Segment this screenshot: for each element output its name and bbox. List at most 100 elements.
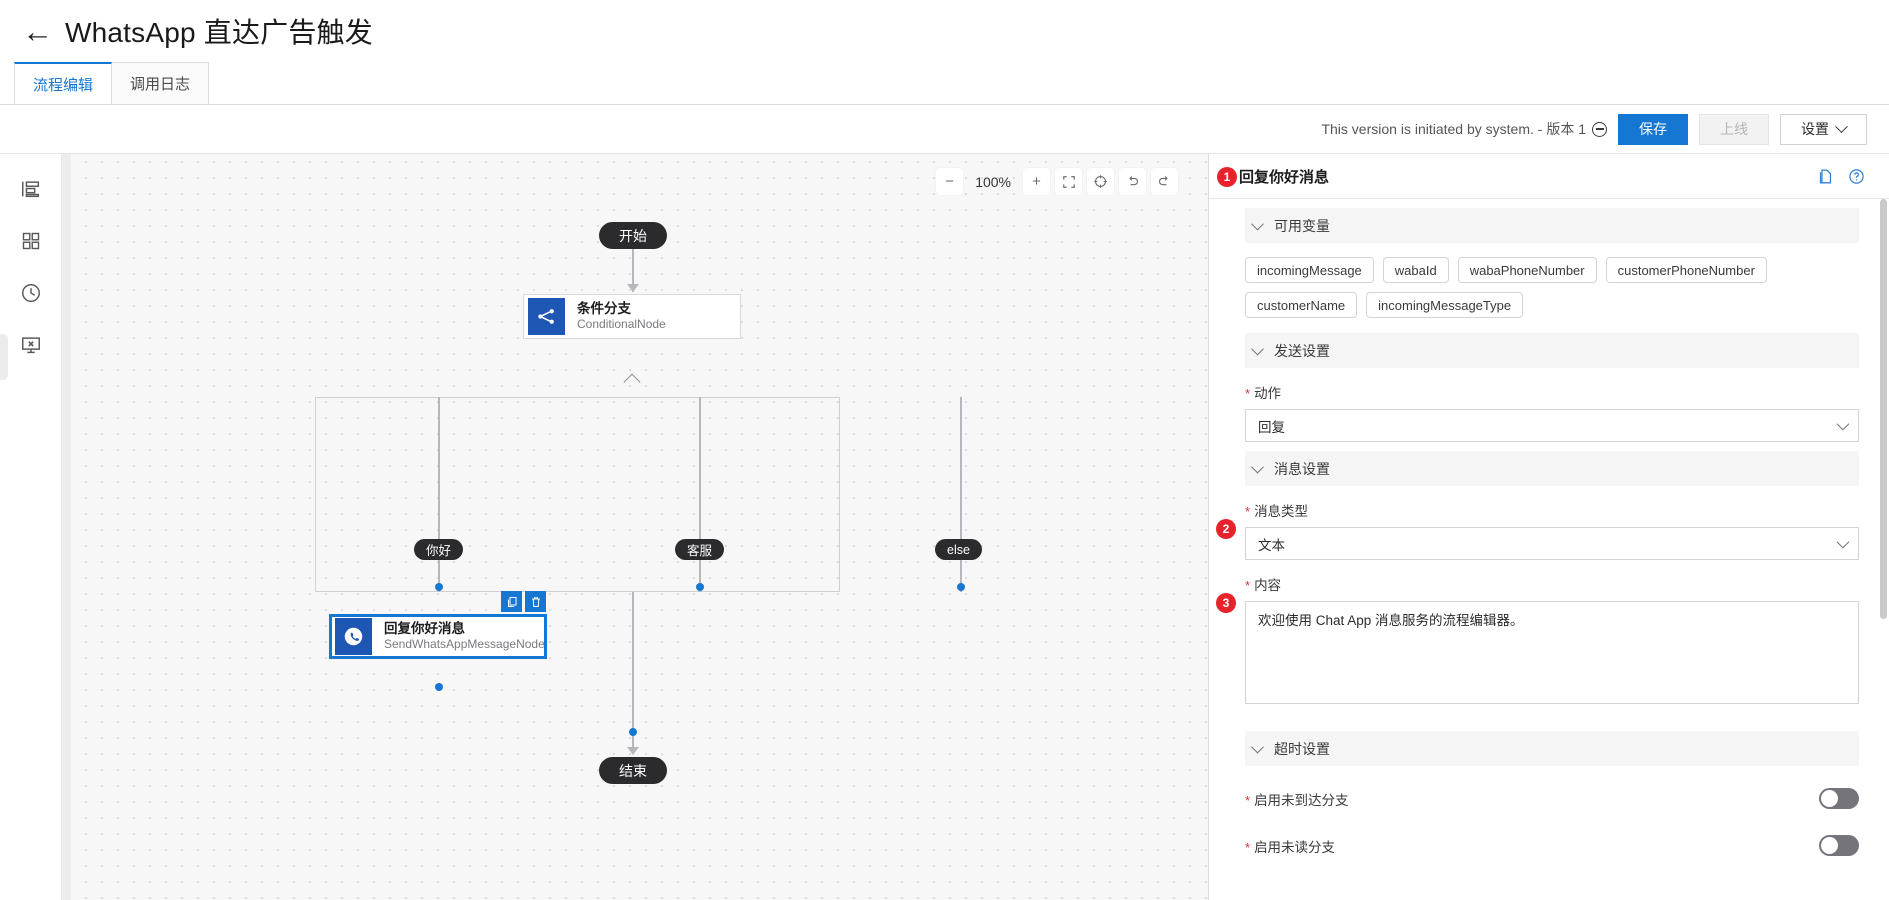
branch-label-1[interactable]: 你好 xyxy=(414,539,464,560)
node-send-message[interactable]: 回复你好消息 SendWhatsAppMessageNode xyxy=(329,614,547,659)
step-marker-3: 3 xyxy=(1216,593,1236,613)
copy-icon[interactable] xyxy=(501,591,522,612)
undo-icon[interactable] xyxy=(1119,168,1146,195)
section-title-send-settings: 发送设置 xyxy=(1274,342,1330,359)
panel-scrollbar[interactable] xyxy=(1880,199,1887,619)
row-enable-undelivered-branch: * 启用未到达分支 xyxy=(1245,766,1859,809)
variable-chip[interactable]: incomingMessageType xyxy=(1366,292,1524,318)
arrowhead-end xyxy=(627,747,639,755)
field-label-content-text: 内容 xyxy=(1254,578,1282,593)
canvas-left-gutter xyxy=(62,154,71,900)
node-action-buttons xyxy=(501,591,546,612)
zoom-in-icon[interactable]: + xyxy=(1023,168,1050,195)
variable-chip[interactable]: wabaPhoneNumber xyxy=(1457,257,1597,283)
variable-chip[interactable]: customerName xyxy=(1245,292,1358,318)
tab-flow-editor[interactable]: 流程编辑 xyxy=(14,62,113,104)
section-title-timeout-settings: 超时设置 xyxy=(1274,740,1330,757)
section-header-timeout-settings[interactable]: 超时设置 xyxy=(1245,731,1859,766)
help-circle-icon[interactable] xyxy=(1848,168,1865,185)
branch-label-3[interactable]: else xyxy=(935,539,982,560)
edge-start-to-conditional xyxy=(632,249,634,292)
row-enable-unread-branch: * 启用未读分支 xyxy=(1245,809,1859,856)
field-label-undelivered: * 启用未到达分支 xyxy=(1245,789,1349,809)
action-select[interactable]: 回复 xyxy=(1245,409,1859,442)
chevron-down-icon xyxy=(1836,535,1850,549)
sidebar-collapse-handle[interactable] xyxy=(0,334,8,380)
trash-icon[interactable] xyxy=(525,591,546,612)
zoom-out-icon[interactable]: − xyxy=(936,168,964,195)
field-content: 3 * 内容 xyxy=(1216,560,1859,709)
toggle-unread-branch[interactable] xyxy=(1819,835,1859,856)
chevron-down-icon xyxy=(1251,740,1264,754)
monitor-close-icon[interactable] xyxy=(18,332,44,358)
back-arrow-icon[interactable]: ← xyxy=(22,13,53,49)
fit-screen-icon[interactable] xyxy=(1055,168,1082,195)
canvas-zoom-toolbar: − 100% + xyxy=(936,168,1178,195)
connector-dot-end[interactable] xyxy=(629,728,637,736)
required-asterisk: * xyxy=(1245,839,1251,855)
chevron-down-icon xyxy=(1251,460,1264,474)
required-asterisk: * xyxy=(1245,386,1251,401)
content-textarea[interactable] xyxy=(1245,601,1859,704)
field-label-unread: * 启用未读分支 xyxy=(1245,836,1335,856)
section-header-send-settings[interactable]: 发送设置 xyxy=(1245,333,1859,368)
properties-panel-header: 1 回复你好消息 xyxy=(1209,154,1889,199)
document-icon[interactable] xyxy=(1817,168,1834,185)
recenter-icon[interactable] xyxy=(1087,168,1114,195)
properties-panel-scroll[interactable]: 可用变量 incomingMessage wabaId wabaPhoneNum… xyxy=(1209,199,1889,900)
edge-merge-to-end xyxy=(632,592,634,754)
branch-container xyxy=(315,397,840,592)
left-rail xyxy=(0,154,62,900)
message-type-select-value: 文本 xyxy=(1258,537,1285,553)
variable-chip[interactable]: customerPhoneNumber xyxy=(1605,257,1767,283)
clock-history-icon[interactable] xyxy=(18,280,44,306)
node-start[interactable]: 开始 xyxy=(599,222,667,249)
grid-components-icon[interactable] xyxy=(18,228,44,254)
node-conditional-subtitle: ConditionalNode xyxy=(577,317,666,332)
arrowhead-conditional xyxy=(627,284,639,292)
settings-button-label: 设置 xyxy=(1801,121,1829,137)
branch-label-2[interactable]: 客服 xyxy=(675,539,725,560)
zoom-level-label[interactable]: 100% xyxy=(975,173,1011,190)
message-type-select[interactable]: 文本 xyxy=(1245,527,1859,560)
field-label-message-type: * 消息类型 xyxy=(1245,500,1859,520)
connector-dot-branch-3-top[interactable] xyxy=(957,583,965,591)
required-asterisk: * xyxy=(1245,792,1251,808)
node-send-message-subtitle: SendWhatsAppMessageNode xyxy=(384,637,545,652)
chevron-down-icon xyxy=(1251,342,1264,356)
node-end[interactable]: 结束 xyxy=(599,757,667,784)
variable-chip[interactable]: wabaId xyxy=(1382,257,1449,283)
step-marker-2: 2 xyxy=(1216,519,1236,539)
properties-panel: 1 回复你好消息 xyxy=(1209,154,1889,900)
save-button[interactable]: 保存 xyxy=(1618,113,1688,145)
properties-panel-content: 可用变量 incomingMessage wabaId wabaPhoneNum… xyxy=(1209,208,1889,856)
section-header-variables[interactable]: 可用变量 xyxy=(1245,208,1859,243)
chevron-down-icon xyxy=(1836,417,1850,431)
edge-branch-2-stem xyxy=(699,397,701,592)
variable-chip[interactable]: incomingMessage xyxy=(1245,257,1374,283)
settings-button[interactable]: 设置 xyxy=(1780,113,1867,145)
section-title-message-settings: 消息设置 xyxy=(1274,460,1330,477)
connector-dot-branch-1-bottom[interactable] xyxy=(435,683,443,691)
variable-chip-list: incomingMessage wabaId wabaPhoneNumber c… xyxy=(1245,243,1859,324)
flow-canvas[interactable]: − 100% + xyxy=(62,154,1209,900)
whatsapp-icon xyxy=(335,618,372,655)
field-action: * 动作 回复 xyxy=(1245,368,1859,442)
tab-call-logs[interactable]: 调用日志 xyxy=(111,62,210,104)
outline-list-icon[interactable] xyxy=(18,176,44,202)
field-label-content: * 内容 xyxy=(1245,574,1859,594)
tab-bar: 流程编辑 调用日志 xyxy=(0,62,1889,105)
toggle-undelivered-branch[interactable] xyxy=(1819,788,1859,809)
collapse-branches-icon[interactable] xyxy=(623,373,641,391)
node-conditional[interactable]: 条件分支 ConditionalNode xyxy=(523,294,741,339)
version-status-text: This version is initiated by system. - 版… xyxy=(1321,121,1586,137)
section-header-message-settings[interactable]: 消息设置 xyxy=(1245,451,1859,486)
workspace: − 100% + xyxy=(0,154,1889,900)
connector-dot-branch-1-top[interactable] xyxy=(435,583,443,591)
redo-icon[interactable] xyxy=(1151,168,1178,195)
chevron-down-icon xyxy=(1835,119,1848,133)
edge-branch-1-stem xyxy=(438,397,440,592)
connector-dot-branch-2-top[interactable] xyxy=(696,583,704,591)
node-conditional-title: 条件分支 xyxy=(577,300,631,316)
section-title-variables: 可用变量 xyxy=(1274,217,1330,234)
